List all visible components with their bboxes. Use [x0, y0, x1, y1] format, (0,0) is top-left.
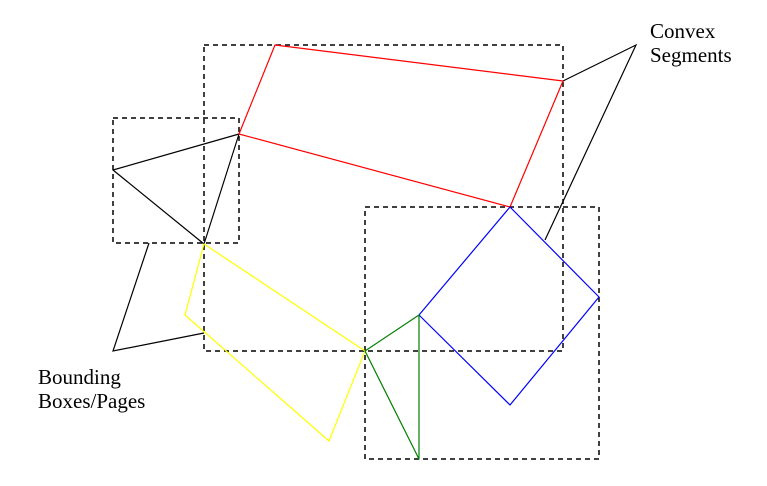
yellow-segment	[184, 243, 366, 442]
bounding-boxes	[112, 44, 600, 460]
bounding-box-bottom	[364, 206, 600, 460]
convex-segments-pointer	[544, 43, 638, 241]
bounding-boxes-pointer	[112, 242, 205, 352]
bounding-box-top	[203, 44, 564, 352]
red-segment	[238, 44, 564, 208]
bounding-boxes-label-line-1: Bounding	[38, 365, 121, 389]
convex-segments	[112, 44, 600, 460]
convex-segments-label-line-1: Convex	[650, 19, 716, 43]
bounding-boxes-label-line-2: Boxes/Pages	[38, 389, 146, 413]
convex-segments-label: Convex Segments	[650, 19, 732, 67]
blue-segment	[418, 206, 600, 406]
black-segment	[112, 133, 240, 245]
bounding-box-left	[112, 117, 240, 244]
bounding-boxes-label: Bounding Boxes/Pages	[38, 365, 145, 413]
green-segment	[364, 314, 420, 460]
convex-segments-label-line-2: Segments	[650, 43, 732, 67]
pointer-lines	[112, 43, 638, 352]
